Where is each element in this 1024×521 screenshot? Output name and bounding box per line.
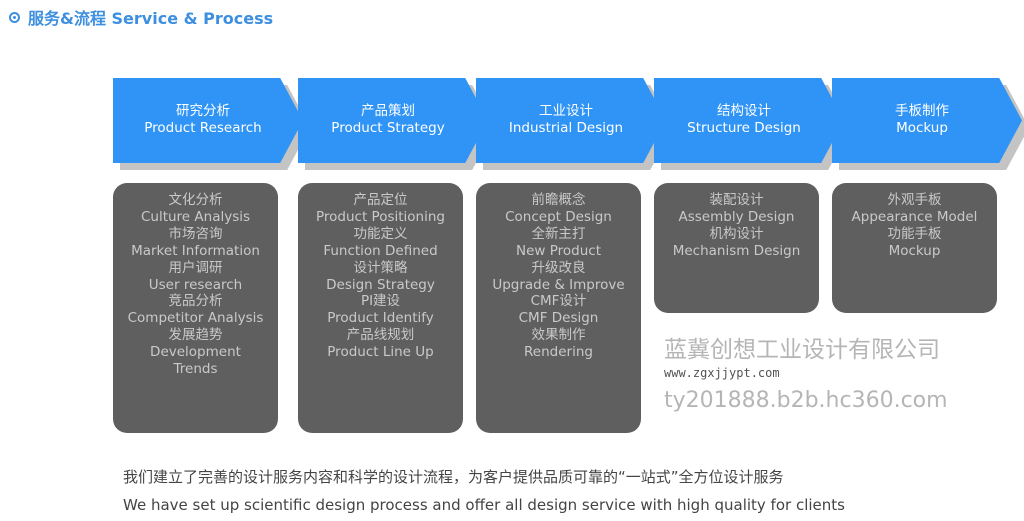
detail-item: CMF设计 [530, 293, 587, 310]
detail-item: Concept Design [505, 208, 612, 225]
detail-item: New Product [516, 242, 601, 259]
detail-item: Development [150, 344, 241, 361]
detail-item: 升级改良 [531, 259, 586, 276]
target-circle-icon [9, 11, 20, 23]
detail-item: User research [148, 276, 243, 293]
watermark-b2b: ty201888.b2b.hc360.com [664, 388, 948, 413]
step-label-en: Structure Design [687, 120, 801, 136]
detail-item: Upgrade & Improve [492, 276, 625, 293]
detail-item: Rendering [524, 344, 593, 361]
arrow-body [113, 78, 303, 163]
detail-item: Culture Analysis [140, 208, 251, 225]
detail-item: Assembly Design [678, 208, 795, 225]
detail-item: CMF Design [518, 310, 599, 327]
caption-cn: 我们建立了完善的设计服务内容和科学的设计流程，为客户提供品质可靠的“一站式”全方… [123, 468, 784, 486]
detail-item: 文化分析 [168, 192, 223, 208]
detail-item: 效果制作 [531, 327, 586, 344]
detail-item: Product Line Up [327, 344, 434, 361]
section-title: 服务&流程 Service & Process [9, 5, 273, 29]
watermark-site: www.zgxjjypt.com [664, 366, 780, 380]
detail-item: Appearance Model [851, 208, 978, 225]
detail-item: Function Defined [323, 242, 438, 259]
arrow-body [654, 78, 844, 163]
step-label-cn: 研究分析 [176, 103, 230, 119]
detail-item: Trends [173, 361, 218, 378]
detail-item: 用户调研 [168, 259, 223, 276]
arrow-body [832, 78, 1022, 163]
watermark-company: 蓝冀创想工业设计有限公司 [664, 337, 940, 363]
detail-item: Design Strategy [326, 276, 435, 293]
detail-item: 全新主打 [531, 225, 586, 242]
detail-item: 产品定位 [353, 192, 408, 208]
detail-item: 装配设计 [709, 192, 764, 208]
step-label-cn: 手板制作 [895, 103, 949, 119]
detail-item: 竞品分析 [168, 293, 223, 310]
detail-item: 外观手板 [887, 192, 942, 208]
detail-item: 发展趋势 [168, 327, 223, 344]
detail-item: 功能定义 [353, 225, 408, 242]
detail-item: PI建设 [360, 293, 401, 310]
step-label-cn: 结构设计 [717, 103, 771, 119]
detail-item: Mechanism Design [672, 242, 801, 259]
detail-item: 市场咨询 [168, 225, 223, 242]
arrow-body [298, 78, 488, 163]
caption-en: We have set up scientific design process… [123, 496, 845, 514]
section-title-text: 服务&流程 Service & Process [28, 9, 274, 28]
detail-item: Product Positioning [316, 208, 445, 225]
detail-item: 产品线规划 [346, 327, 415, 344]
detail-item: 机构设计 [709, 225, 764, 242]
step-label-en: Product Strategy [331, 120, 445, 136]
detail-item: Product Identify [327, 310, 434, 327]
arrow-body [476, 78, 666, 163]
detail-item: 功能手板 [887, 225, 942, 242]
step-label-en: Industrial Design [508, 120, 624, 136]
detail-item: Competitor Analysis [127, 310, 264, 327]
detail-item: Market Information [131, 242, 260, 259]
detail-item: 设计策略 [353, 259, 408, 276]
detail-item: 前瞻概念 [531, 192, 586, 208]
step-label-cn: 产品策划 [361, 103, 415, 119]
step-label-en: Product Research [144, 120, 262, 136]
step-label-cn: 工业设计 [539, 103, 593, 119]
step-label-en: Mockup [896, 120, 948, 136]
detail-item: Mockup [888, 242, 941, 259]
